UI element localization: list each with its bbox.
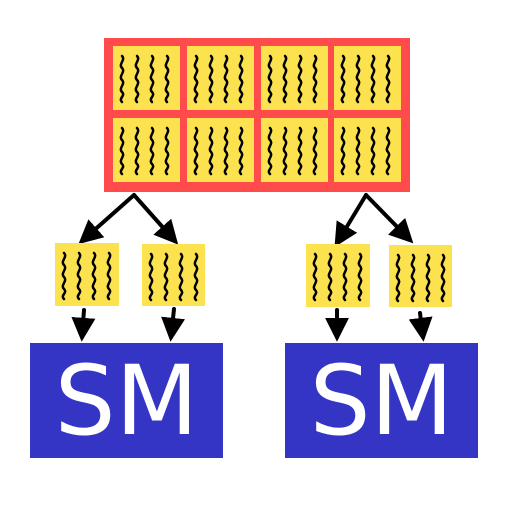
grid-block-r1-c4 — [334, 46, 401, 110]
grid-block-r2-c4 — [334, 118, 401, 182]
arrow-icon — [78, 193, 136, 245]
assigned-block-right-1 — [306, 244, 370, 307]
sm-box-left — [30, 343, 223, 458]
assigned-block-left-1 — [55, 243, 119, 306]
sm-box-right — [285, 343, 478, 458]
arrow-icon — [364, 193, 414, 244]
arrow-icon — [408, 311, 433, 342]
grid-container — [104, 38, 410, 192]
sm-feed-arrows — [71, 307, 433, 342]
grid-blocks — [113, 46, 401, 182]
assigned-blocks — [55, 243, 452, 307]
assigned-block-left-2 — [142, 244, 205, 306]
grid-block-r2-c1 — [113, 118, 180, 182]
grid-block-r2-c3 — [261, 118, 328, 182]
arrow-icon — [132, 193, 179, 245]
arrow-icon — [161, 307, 185, 342]
arrow-icon — [71, 308, 96, 342]
sm-units — [30, 343, 478, 458]
grid-block-r1-c1 — [113, 46, 180, 110]
assigned-block-right-2 — [389, 245, 452, 307]
grid-block-r2-c2 — [187, 118, 254, 182]
grid-block-r1-c3 — [261, 46, 328, 110]
arrow-icon — [334, 193, 368, 248]
grid-block-r1-c2 — [187, 46, 254, 110]
distribution-arrows — [78, 193, 414, 248]
